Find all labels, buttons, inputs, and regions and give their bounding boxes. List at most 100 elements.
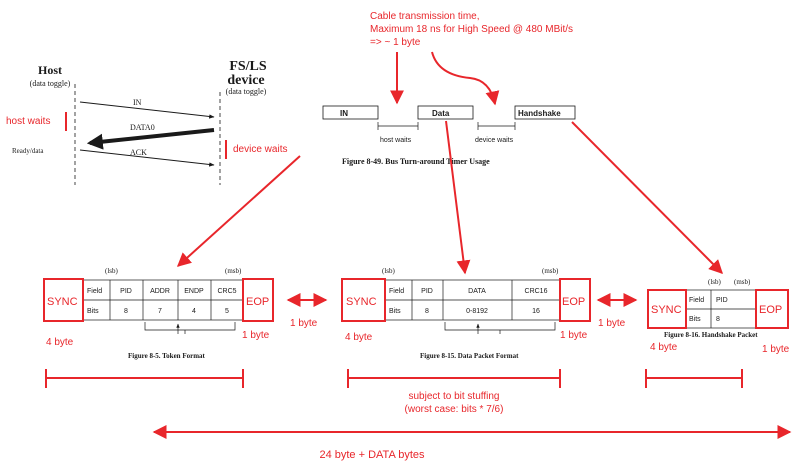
data-field-header: Field: [389, 288, 404, 295]
data-caption: Figure 8-15. Data Packet Format: [420, 352, 519, 360]
token-sync-label: SYNC: [47, 296, 78, 308]
token-bits-endp: 4: [192, 308, 196, 315]
turnaround-box-in-label: IN: [340, 109, 348, 118]
device-title-2: device: [227, 73, 264, 88]
data-lsb: (lsb): [382, 267, 396, 275]
handshake-sync-box: [647, 289, 687, 329]
handshake-span-bar: [645, 369, 743, 388]
bit-stuffing-line-1: subject to bit stuffing: [409, 391, 500, 402]
data0-message-label: DATA0: [130, 123, 155, 132]
data-table: [384, 279, 561, 321]
token-field-endp: ENDP: [184, 288, 204, 295]
token-eop-label: EOP: [246, 296, 269, 308]
data-packet: (lsb) (msb) Field PID DATA CRC16 Bits 8 …: [341, 267, 591, 360]
cable-note: Cable transmission time, Maximum 18 ns f…: [370, 11, 573, 106]
token-sync-bytes: 4 byte: [46, 337, 74, 348]
turnaround-box-handshake-label: Handshake: [518, 109, 561, 118]
token-packet: (lsb) (msb) Field PID ADDR ENDP CRC5 Bit…: [43, 267, 274, 360]
token-sync-box: [43, 278, 84, 322]
token-lsb: (lsb): [105, 267, 119, 275]
data-sync-box: [341, 278, 386, 322]
total-label: 24 byte + DATA bytes: [319, 449, 425, 461]
turnaround-host-waits: host waits: [380, 137, 412, 144]
data-field-data: DATA: [468, 288, 486, 295]
data-sync-label: SYNC: [346, 296, 377, 308]
token-field-pid: PID: [120, 288, 132, 295]
host-title: Host: [38, 63, 62, 77]
handshake-lsb: (lsb): [708, 278, 722, 286]
data-eop-label: EOP: [562, 296, 585, 308]
handshake-packet: (lsb) (msb) Field PID Bits 8 SYNC EOP Fi…: [647, 278, 790, 355]
data-brace: [444, 322, 556, 334]
cable-note-line-3: => ~ 1 byte: [370, 37, 421, 48]
handshake-eop-label: EOP: [759, 304, 782, 316]
device-subtitle: (data toggle): [226, 87, 267, 96]
device-waits-span: [477, 122, 516, 130]
turnaround-box-data: [417, 105, 474, 120]
handshake-caption: Figure 8-16. Handshake Packet: [664, 331, 758, 339]
host-subtitle: (data toggle): [30, 79, 71, 88]
ack-message-arrow: [79, 149, 215, 167]
handshake-eop-bytes: 1 byte: [762, 344, 790, 355]
handshake-field-pid: PID: [716, 297, 728, 304]
turnaround-box-in: [322, 105, 379, 120]
host-waits-label: host waits: [6, 116, 50, 127]
data-msb: (msb): [542, 267, 559, 275]
gap-2-label: 1 byte: [598, 318, 626, 329]
token-bits-addr: 7: [158, 308, 162, 315]
data-eop-box: [559, 278, 591, 322]
data-bits-pid: 8: [425, 308, 429, 315]
token-span-bar: [45, 369, 244, 388]
handshake-sync-bytes: 4 byte: [650, 342, 678, 353]
ready-data-label: Ready/data: [12, 147, 44, 155]
data-bits-header: Bits: [389, 308, 401, 315]
cable-note-line-1: Cable transmission time,: [370, 11, 479, 22]
token-table: [82, 279, 244, 321]
token-msb: (msb): [225, 267, 242, 275]
handshake-table: [685, 289, 757, 329]
token-bits-crc5: 5: [225, 308, 229, 315]
bit-stuffing-line-2: (worst case: bits * 7/6): [405, 404, 504, 415]
data0-message-arrow: [86, 128, 215, 150]
token-bits-header: Bits: [87, 308, 99, 315]
turnaround-device-waits: device waits: [475, 137, 514, 144]
token-caption: Figure 8-5. Token Format: [128, 352, 206, 360]
arrow-to-handshake-packet: [571, 121, 723, 274]
handshake-sync-label: SYNC: [651, 304, 682, 316]
token-brace: [144, 322, 236, 334]
handshake-flow: Host (data toggle) FS/LS device (data to…: [6, 59, 287, 185]
device-title: FS/LS: [229, 59, 267, 74]
handshake-msb: (msb): [734, 278, 751, 286]
gap-1-label: 1 byte: [290, 318, 318, 329]
in-message-arrow: [79, 101, 215, 119]
data-bits-crc16: 16: [532, 308, 540, 315]
data-span-bar: [347, 369, 561, 388]
token-eop-box: [242, 278, 274, 322]
cable-arrow-2: [431, 51, 500, 106]
data-sync-bytes: 4 byte: [345, 332, 373, 343]
handshake-bits-pid: 8: [716, 316, 720, 323]
handshake-eop-box: [755, 289, 789, 329]
turnaround-box-handshake: [514, 105, 576, 120]
device-waits-label: device waits: [233, 144, 287, 155]
token-field-header: Field: [87, 288, 102, 295]
token-bits-pid: 8: [124, 308, 128, 315]
data-field-crc16: CRC16: [525, 288, 548, 295]
data-eop-bytes: 1 byte: [560, 330, 588, 341]
turnaround-box-data-label: Data: [432, 109, 450, 118]
token-field-crc5: CRC5: [217, 288, 236, 295]
arrow-to-data-packet: [445, 120, 471, 275]
data-field-pid: PID: [421, 288, 433, 295]
host-waits-span: [377, 122, 419, 130]
in-message-label: IN: [133, 98, 142, 107]
handshake-bits-header: Bits: [689, 316, 701, 323]
turnaround-caption: Figure 8-49. Bus Turn-around Timer Usage: [342, 157, 490, 166]
turnaround-diagram: IN Data Handshake host waits device wait…: [322, 105, 576, 166]
arrow-to-token-packet: [176, 155, 301, 267]
data-bits-data: 0-8192: [466, 308, 488, 315]
handshake-field-header: Field: [689, 297, 704, 304]
token-field-addr: ADDR: [150, 288, 170, 295]
cable-note-line-2: Maximum 18 ns for High Speed @ 480 MBit/…: [370, 24, 573, 35]
ack-message-label: ACK: [130, 148, 147, 157]
